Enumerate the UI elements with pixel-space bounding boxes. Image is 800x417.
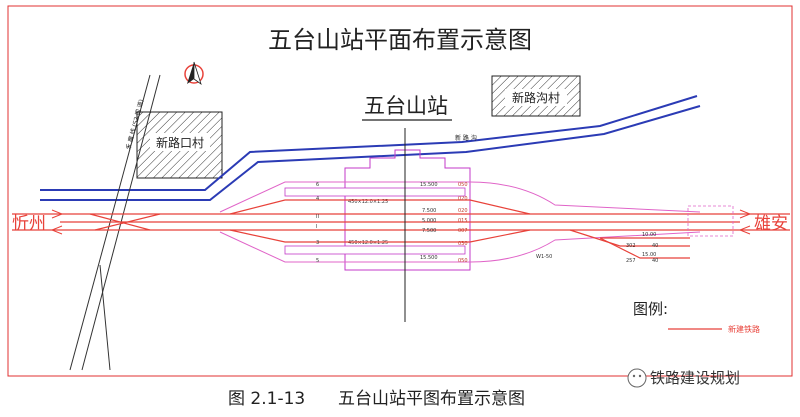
right-small-5: 40 — [652, 243, 658, 249]
code-4: 015 — [458, 218, 468, 224]
right-small-1: 10.00 — [642, 232, 656, 238]
dist-mid-3: 7.500 — [422, 228, 436, 234]
right-small-4: 257 — [626, 258, 636, 264]
north-arrow-icon — [184, 61, 204, 86]
station-building — [344, 149, 471, 271]
village-right-label: 新路沟村 — [512, 90, 560, 105]
village-left-label: 新路口村 — [156, 135, 204, 150]
west-city-label: 忻州 — [12, 214, 46, 234]
dist-mid-1: 7.500 — [422, 208, 436, 214]
code-6: 030 — [458, 241, 468, 247]
village-left: 新路口村 — [136, 111, 223, 179]
platform-bottom — [284, 245, 466, 255]
right-small-6: 40 — [652, 258, 658, 264]
watermark-text: 铁路建设规划 — [650, 369, 740, 387]
road-label: 新 路 沟 — [455, 134, 477, 142]
platform-bottom-dimensions: 450×12.0×1.25 — [348, 240, 388, 246]
code-2: 020 — [458, 196, 468, 202]
diagram-title: 五台山站平面布置示意图 — [268, 26, 532, 54]
village-right: 新路沟村 — [491, 75, 581, 117]
track-label-4: 4 — [316, 196, 319, 202]
platform-top — [284, 187, 466, 197]
right-small-2: 15.00 — [642, 252, 656, 258]
turnout-label: W1-50 — [536, 254, 552, 260]
main-tracks — [12, 199, 790, 259]
track-label-5: 5 — [316, 258, 319, 264]
east-city-label: 雄安 — [754, 214, 788, 234]
legend-title: 图例: — [633, 300, 668, 318]
figure-caption: 五台山站平图布置示意图 — [338, 389, 525, 409]
track-label-II: II — [316, 214, 319, 220]
track-label-I: I — [316, 224, 317, 230]
outer-frame — [7, 5, 793, 377]
track-envelope — [219, 181, 701, 263]
future-connection-box — [687, 205, 734, 237]
figure-number: 图 2.1-13 — [228, 389, 305, 409]
platform-top-dimensions: 450×12.0×1.25 — [348, 199, 388, 205]
legend-new-rail-label: 新建铁路 — [728, 324, 760, 334]
station-name: 五台山站 — [364, 94, 448, 118]
right-small-3: 302 — [626, 243, 636, 249]
dist-top: 15.500 — [420, 182, 438, 188]
track-label-3: 3 — [316, 240, 319, 246]
dist-bottom: 15.500 — [420, 255, 438, 261]
code-3: 020 — [458, 208, 468, 214]
code-1: 050 — [458, 182, 468, 188]
watermark: 铁路建设规划 — [627, 368, 740, 388]
track-label-6: 6 — [316, 182, 319, 188]
code-7: 050 — [458, 258, 468, 264]
direction-arrows — [50, 209, 752, 235]
code-5: 007 — [458, 228, 468, 234]
dist-mid-2: 5.000 — [422, 218, 436, 224]
road-blue — [40, 95, 701, 201]
